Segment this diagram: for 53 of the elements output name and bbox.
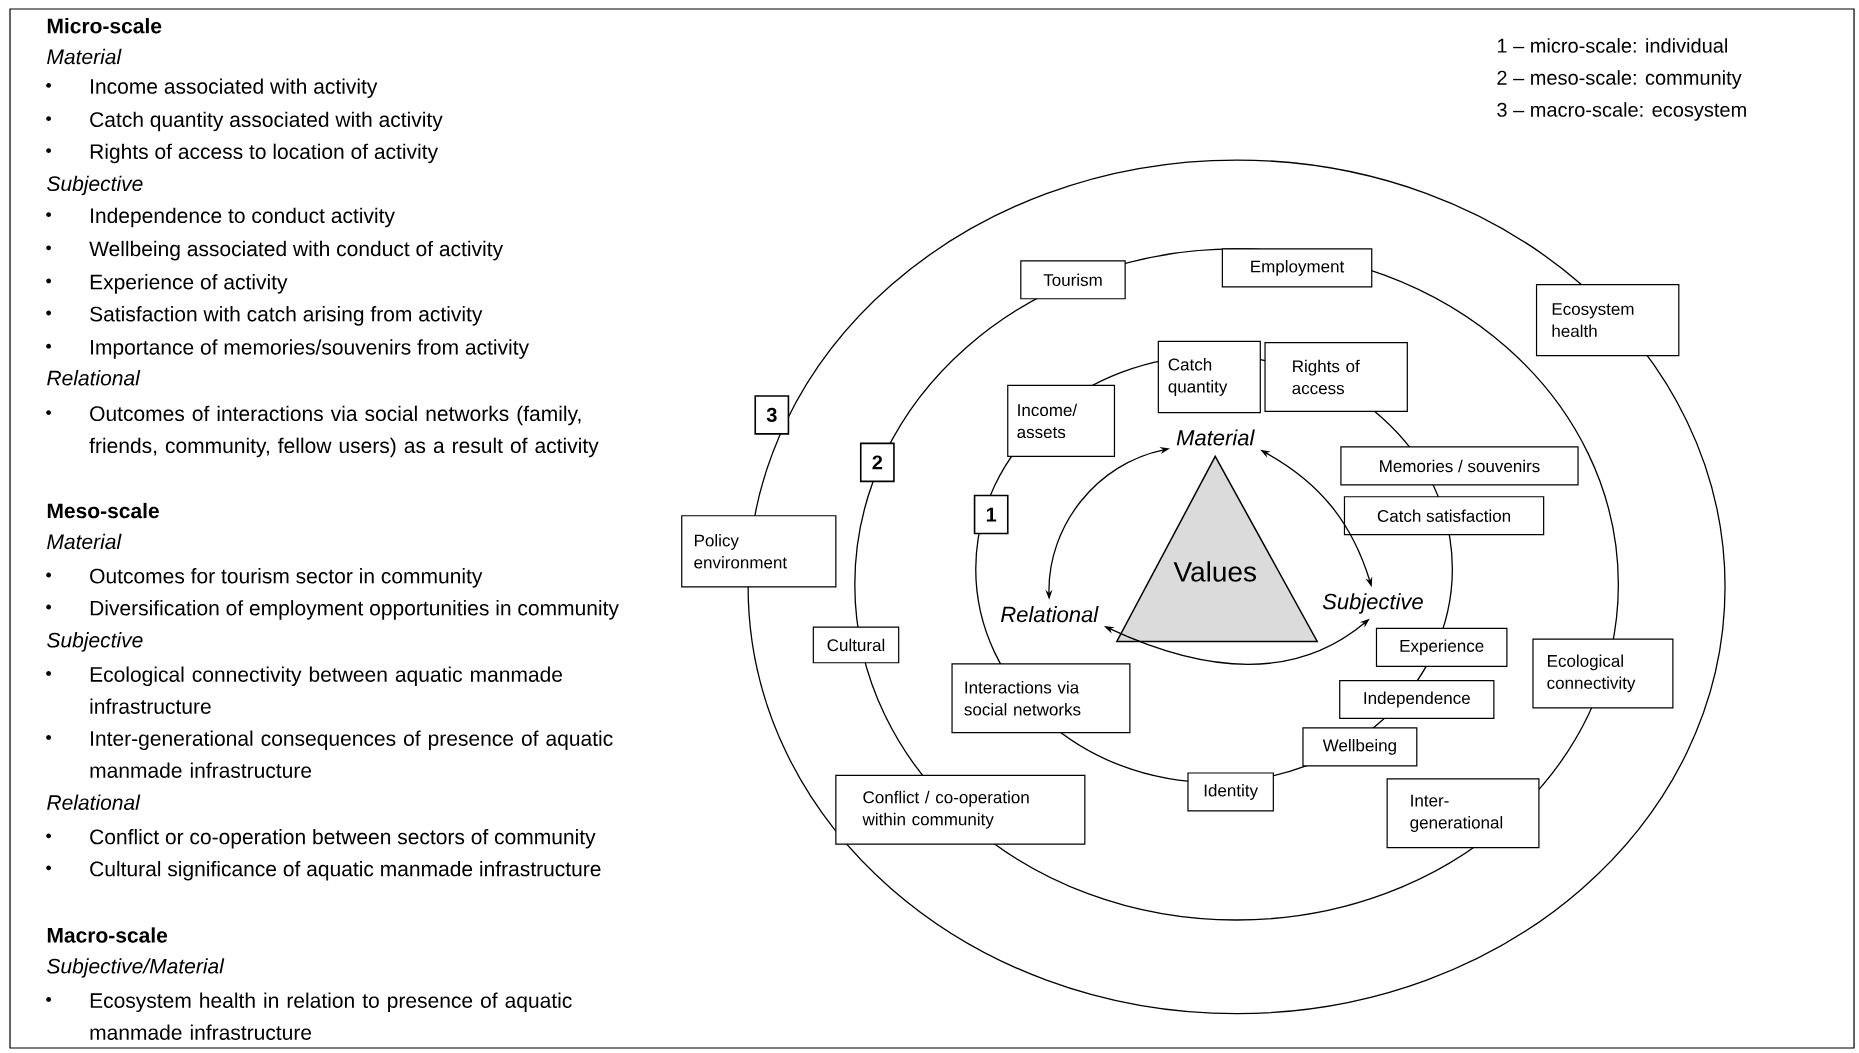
bullet-item: Outcomes for tourism sector in community <box>46 568 483 588</box>
bullet-item: Independence to conduct activity <box>46 207 395 228</box>
concept-box: Interactions via social networks <box>951 663 1131 734</box>
concept-box: Wellbeing <box>1302 727 1418 767</box>
scale-key-line: 1 – micro-scale: individual <box>1497 38 1727 53</box>
value-category-label: Subjective <box>1322 593 1423 614</box>
subheading: Material <box>47 533 122 550</box>
subheading: Subjective <box>47 632 143 652</box>
bullet-item: Outcomes of interactions via social networks (family, friends, community, fellow users) as a result of activity <box>46 405 599 458</box>
concept-box: Ecosystem health <box>1535 283 1680 357</box>
value-category-label: Relational <box>1001 606 1099 623</box>
concept-box: Policy environment <box>681 515 837 588</box>
bullet-item: Wellbeing associated with conduct of activity <box>46 240 503 261</box>
bullet-item: Inter-generational consequences of presence of aquatic manmade infrastructure <box>46 730 613 778</box>
concept-box: Inter-generational <box>1386 778 1540 849</box>
bullet-item: Ecosystem health in relation to presence of aquatic manmade infrastructure <box>46 992 572 1040</box>
bullet-item: Diversification of employment opportunities in community <box>46 600 619 620</box>
concept-box: Tourism <box>1020 260 1126 300</box>
section-heading: Meso-scale <box>47 502 159 519</box>
bullet-item: Ecological connectivity between aquatic manmade infrastructure <box>46 666 563 714</box>
concept-box: Memories / souvenirs <box>1340 446 1579 486</box>
bullet-item: Satisfaction with catch arising from activity <box>46 306 483 326</box>
bullet-item: Cultural significance of aquatic manmade infrastructure <box>46 860 601 881</box>
subheading: Material <box>47 48 122 65</box>
bullet-item: Catch quantity associated with activity <box>46 111 443 132</box>
value-category-label: Material <box>1176 429 1255 446</box>
concept-box: Cultural <box>812 626 900 664</box>
concept-box: Employment <box>1221 248 1373 288</box>
concept-box: Catch satisfaction <box>1343 496 1545 536</box>
concept-box: Identity <box>1187 772 1274 812</box>
concept-box: Catch quantity <box>1157 340 1261 414</box>
bullet-item: Importance of memories/souvenirs from activity <box>46 339 529 359</box>
subheading: Relational <box>47 794 141 810</box>
scale-key-line: 3 – macro-scale: ecosystem <box>1497 102 1746 121</box>
subheading: Subjective <box>47 175 143 196</box>
bullet-item: Rights of access to location of activity <box>46 143 438 164</box>
scale-key-line: 2 – meso-scale: community <box>1497 70 1742 89</box>
section-heading: Macro-scale <box>47 927 168 943</box>
bullet-item: Experience of activity <box>46 274 288 294</box>
subheading: Subjective/Material <box>47 958 225 978</box>
subheading: Relational <box>47 370 141 386</box>
concept-box: Ecological connectivity <box>1532 638 1674 709</box>
scale-number-box: 1 <box>973 494 1009 535</box>
concept-box: Rights of access <box>1264 342 1408 412</box>
concept-box: Conflict / co-operation within community <box>835 774 1086 845</box>
scale-number-box: 2 <box>859 442 895 483</box>
concept-box: Income/ assets <box>1007 384 1116 458</box>
concept-box: Experience <box>1375 627 1508 667</box>
bullet-item: Conflict or co-operation between sectors of community <box>46 828 596 849</box>
concept-box: Independence <box>1339 679 1495 720</box>
bullet-item: Income associated with activity <box>46 78 378 98</box>
section-heading: Micro-scale <box>47 17 162 34</box>
scale-number-box: 3 <box>754 395 790 435</box>
